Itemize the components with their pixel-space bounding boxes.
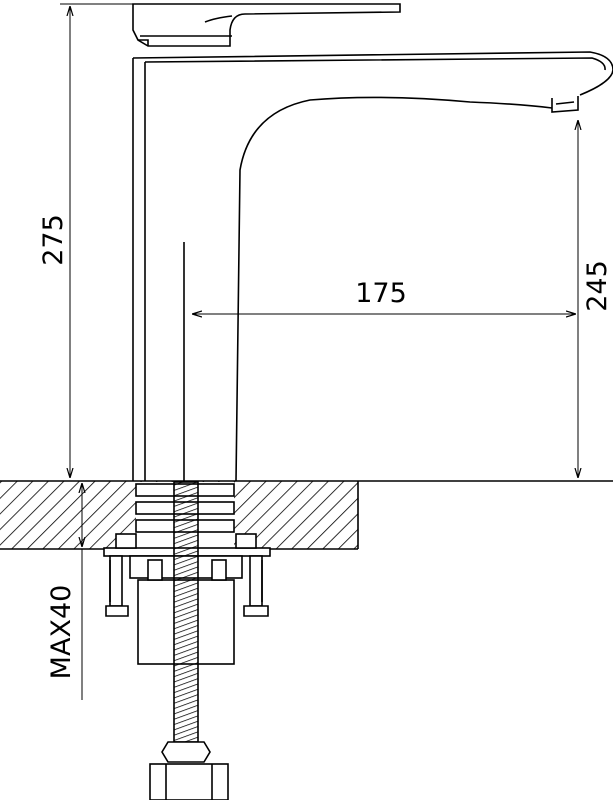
dimension-max-deck-thickness: MAX40 bbox=[46, 483, 82, 700]
dimension-spout-reach: 175 bbox=[192, 278, 576, 314]
dimension-spout-height: 245 bbox=[578, 120, 613, 478]
dimension-label-max-deck-thickness: MAX40 bbox=[46, 585, 77, 680]
mounting-hardware bbox=[103, 481, 271, 800]
dimension-total-height: 275 bbox=[38, 3, 133, 478]
dimension-label-spout-height: 245 bbox=[582, 260, 613, 312]
dimension-label-spout-reach: 175 bbox=[355, 278, 407, 309]
countertop-section bbox=[0, 480, 613, 550]
faucet-body bbox=[132, 3, 613, 482]
dimension-label-total-height: 275 bbox=[38, 214, 69, 266]
